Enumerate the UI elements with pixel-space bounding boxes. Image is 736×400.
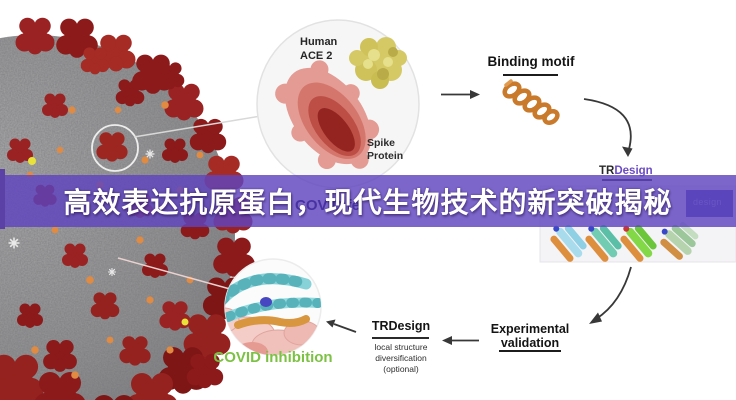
spike-protein-line1: Spike — [367, 137, 396, 149]
human-ace2-line2: ACE 2 — [300, 49, 333, 62]
trdesign-bottom-label: TRDesign — [371, 319, 431, 333]
experimental-line2: validation — [500, 336, 560, 351]
banner-left-strip — [0, 169, 5, 229]
trdesign-note-line3: (optional) — [383, 364, 419, 375]
human-ace2-line1: Human — [300, 36, 338, 48]
trdesign-note-line2: diversification — [375, 353, 427, 364]
curved-arrow-down-icon — [583, 98, 633, 157]
arrow-left-icon — [442, 336, 479, 345]
arrow-upleft-icon — [326, 319, 357, 333]
spike-protein-blob — [275, 60, 380, 170]
banner-background-text: COVID fe — [295, 197, 361, 214]
protein-bundle — [585, 224, 622, 262]
protein-bundle — [620, 224, 657, 262]
spike-protein-label: Spike Protein — [367, 137, 403, 163]
arrow-right-icon — [441, 90, 480, 99]
virus-zoom-ring — [91, 124, 139, 172]
virus-yellow-dots — [28, 157, 189, 326]
trdesign-top-suffix: Design — [614, 165, 653, 177]
protein-bundle — [660, 221, 699, 260]
spike-protein-line2: Protein — [367, 150, 404, 163]
trdesign-bottom-underline — [372, 337, 429, 339]
banner-overlay: COVID fe 高效表达抗原蛋白，现代生物技术的新突破揭秘 — [0, 175, 736, 227]
binding-motif-underline — [503, 74, 558, 76]
covid-inhibition-label: COVID inhibition — [213, 349, 333, 366]
inhibitor-helices — [225, 273, 321, 355]
ace2-zoom-circle — [256, 19, 420, 189]
human-ace2-label: Human ACE 2 — [300, 36, 337, 64]
trdesign-top-prefix: TR — [599, 165, 615, 177]
connector-line-bottom — [117, 257, 231, 290]
binding-motif-helix — [502, 79, 560, 125]
binding-motif-label: Binding motif — [487, 54, 575, 69]
curved-arrow-left-icon — [589, 266, 632, 324]
connector-line-top — [133, 115, 262, 138]
experimental-line1: Experimental — [490, 322, 570, 336]
covid-inhibition-circle — [224, 258, 322, 356]
trdesign-note: local structure diversification (optiona… — [353, 342, 449, 375]
ace2-protein-blob — [349, 37, 407, 89]
experimental-validation-label: Experimental validation — [479, 322, 581, 351]
trdesign-top-label: TRDesign — [599, 165, 653, 177]
experimental-underline — [499, 350, 561, 352]
trdesign-note-line1: local structure — [374, 342, 428, 352]
protein-bundle — [550, 224, 587, 262]
banner-title: 高效表达抗原蛋白，现代生物技术的新突破揭秘 — [63, 187, 673, 218]
